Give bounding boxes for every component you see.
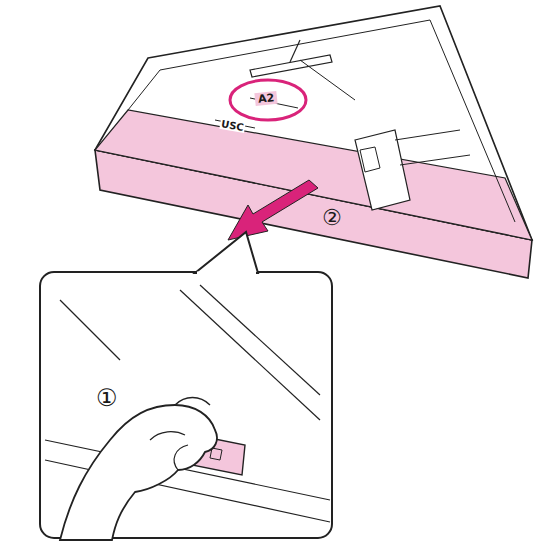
tray-edge-detail [180, 290, 320, 420]
tray-edge-detail [60, 300, 120, 360]
callout-number: ① [96, 386, 118, 410]
guide-rail [300, 60, 355, 100]
length-guide [250, 55, 332, 77]
inset-pointer [195, 232, 258, 273]
guide-rail [395, 130, 460, 140]
hand [60, 405, 217, 540]
finger-line [150, 432, 185, 440]
tray-rim-edge [128, 70, 160, 110]
tray-floor [95, 6, 532, 240]
pull-arrow [228, 180, 318, 240]
tray-inner-rim [160, 20, 515, 222]
size-label: A2 [254, 91, 277, 106]
guide-rail [290, 40, 300, 62]
tray-extension [95, 110, 532, 240]
inset-pointer-join [197, 272, 256, 275]
guide-rail [400, 155, 470, 165]
tray-edge-detail [200, 285, 320, 395]
guide-clip [360, 147, 380, 172]
finger-line [174, 445, 188, 470]
highlight-circle [230, 80, 306, 120]
side-guide [355, 130, 410, 210]
callout-number: ② [322, 207, 342, 229]
finger-line [175, 398, 210, 406]
